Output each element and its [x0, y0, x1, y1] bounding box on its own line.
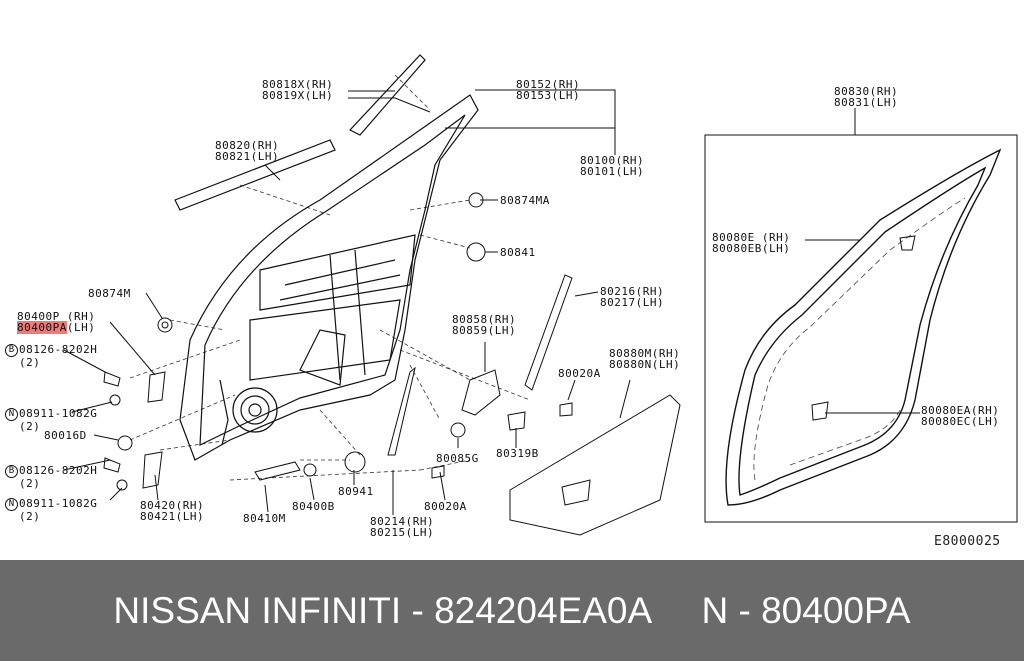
sealing-screen-80880M [509, 394, 681, 536]
label-80874M: 80874M [88, 287, 131, 300]
clip-80080E [899, 235, 916, 251]
label-80818X: 80818X(RH)80819X(LH) [262, 78, 334, 102]
clip-80874MA [468, 192, 484, 208]
circle-b-symbol: B [5, 344, 18, 357]
label-80880M: 80880M(RH)80880N(LH) [609, 347, 681, 371]
parts-diagram: 80818X(RH)80819X(LH) 80152(RH)80153(LH) … [5, 54, 1018, 549]
label-80020A-upper: 80020A [558, 367, 601, 380]
label-80080E: 80080E (RH)80080EB(LH) [712, 231, 791, 255]
lock-80858 [461, 369, 501, 416]
grommet-80874M [157, 317, 173, 333]
plug-80941 [344, 451, 366, 473]
clip-80080EA [811, 401, 829, 421]
label-80100: 80100(RH)80101(LH) [580, 154, 645, 178]
hinge-upper [147, 371, 166, 403]
door-outer-panel [179, 94, 479, 461]
label-80941: 80941 [338, 485, 374, 498]
sash-80214 [387, 366, 416, 456]
part-number-text: NISSAN INFINITI - 824204EA0A N - 80400PA [113, 590, 911, 631]
label-80319B: 80319B [496, 447, 539, 460]
label-80410M: 80410M [243, 512, 286, 525]
diagram-code: E8000025 [934, 534, 1001, 549]
label-80830: 80830(RH)80831(LH) [834, 85, 899, 109]
weatherstrip-80830 [725, 148, 1002, 506]
label-80874MA: 80874MA [500, 194, 550, 207]
footer-bar: NISSAN INFINITI - 824204EA0A N - 80400PA [0, 560, 1024, 661]
sash-80216 [524, 274, 573, 391]
label-80841: 80841 [500, 246, 536, 259]
circle-n-symbol: N [5, 498, 18, 511]
door-check-80410M [254, 461, 301, 481]
hinge-lower [142, 451, 163, 489]
label-80216: 80216(RH)80217(LH) [600, 285, 665, 309]
label-80400B: 80400B [292, 500, 335, 513]
outside-moulding [174, 139, 336, 211]
plug-80841 [466, 242, 486, 262]
label-80080EA: 80080EA(RH)80080EC(LH) [921, 404, 1000, 428]
sash-moulding [349, 54, 426, 136]
label-80820: 80820(RH)80821(LH) [215, 139, 280, 163]
circle-n-symbol: N [5, 408, 18, 421]
label-80214: 80214(RH)80215(LH) [370, 515, 435, 539]
diagram-drawing [63, 54, 1018, 536]
label-80085G: 80085G [436, 452, 479, 465]
label-80858: 80858(RH)80859(LH) [452, 313, 517, 337]
label-80420: 80420(RH)80421(LH) [140, 499, 205, 523]
label-80020A-lower: 80020A [424, 500, 467, 513]
circle-b-symbol: B [5, 465, 18, 478]
label-80400P: 80400P (RH)80400PA(LH) [17, 310, 96, 334]
seal-inset-frame [704, 134, 1018, 523]
label-80016D: 80016D [44, 429, 87, 442]
label-80152: 80152(RH)80153(LH) [516, 78, 581, 102]
highlight-80400PA: 80400PA [17, 321, 67, 334]
